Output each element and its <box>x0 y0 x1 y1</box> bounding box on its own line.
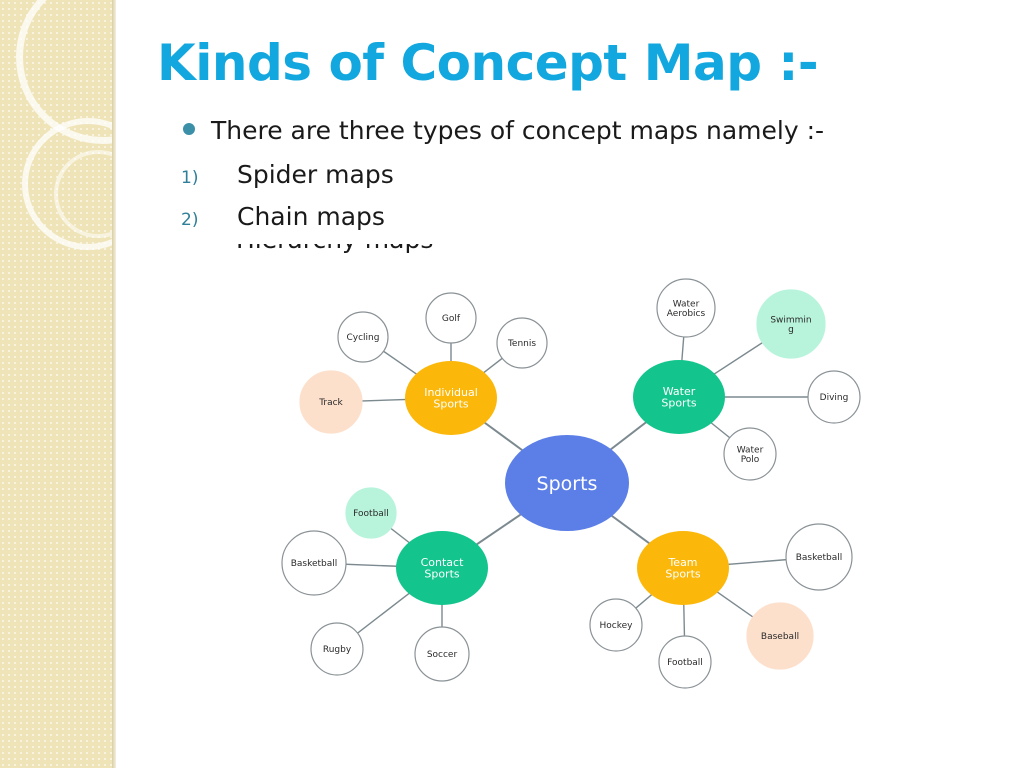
leaf-node <box>589 598 643 652</box>
hub-node <box>396 531 488 605</box>
leaf-node <box>414 626 470 682</box>
hub-node-label: Individual <box>424 386 478 399</box>
leaf-node <box>345 487 397 539</box>
hub-node-label: Sports <box>661 397 697 410</box>
leaf-node <box>310 622 364 676</box>
leaf-node <box>496 317 548 369</box>
list-number: 1) <box>181 168 199 188</box>
leaf-node-label: Baseball <box>761 632 799 642</box>
center-node-label: Sports <box>537 473 598 495</box>
list-item: 2) Chain maps <box>181 202 385 231</box>
leaf-node <box>299 370 363 434</box>
sidebar-edge <box>112 0 116 768</box>
hub-node-label: Sports <box>424 568 460 581</box>
leaf-node <box>746 602 814 670</box>
list-text: Spider maps <box>237 160 394 189</box>
leaf-node-label: Polo <box>741 455 760 465</box>
leaf-node-label: Water <box>737 446 764 456</box>
leaf-node-label: Tennis <box>507 339 536 349</box>
leaf-node <box>425 292 477 344</box>
leaf-node-label: Golf <box>442 314 461 324</box>
leaf-node-label: Rugby <box>323 645 352 655</box>
slide-title: Kinds of Concept Map :- <box>157 34 819 92</box>
hub-node-label: Sports <box>433 398 469 411</box>
hub-node <box>637 531 729 605</box>
hub-node-label: Team <box>667 556 697 569</box>
leaf-node-label: Diving <box>820 393 849 403</box>
bullet-dot-icon <box>183 123 195 135</box>
hub-node-label: Sports <box>665 568 701 581</box>
hub-node <box>633 360 725 434</box>
clipped-list-text: Hierarchy maps <box>236 244 433 254</box>
list-item: 1) Spider maps <box>181 160 394 189</box>
leaf-node-label: Hockey <box>600 621 634 631</box>
leaf-node-label: Track <box>318 398 343 408</box>
leaf-node-label: Football <box>353 509 389 519</box>
leaf-node-label: Aerobics <box>667 309 706 319</box>
leaf-node-label: Basketball <box>291 559 338 569</box>
leaf-node-label: Basketball <box>796 553 843 563</box>
leaf-node-label: Swimmin <box>770 316 811 326</box>
decorative-sidebar <box>0 0 112 768</box>
leaf-node-label: Football <box>667 658 703 668</box>
list-number: 2) <box>181 210 199 230</box>
leaf-node <box>785 523 853 591</box>
list-text: Chain maps <box>237 202 385 231</box>
bullet-text: There are three types of concept maps na… <box>211 116 825 145</box>
leaf-node <box>756 289 826 359</box>
hub-node-label: Contact <box>421 556 464 569</box>
leaf-node <box>656 278 716 338</box>
leaf-node-label: Soccer <box>427 650 458 660</box>
leaf-node <box>658 635 712 689</box>
hub-node <box>405 361 497 435</box>
bullet-item: There are three types of concept maps na… <box>183 116 824 145</box>
leaf-node <box>337 311 389 363</box>
leaf-node <box>807 370 861 424</box>
leaf-node-label: Water <box>673 300 700 310</box>
leaf-node-label: Cycling <box>347 333 380 343</box>
hub-node-label: Water <box>663 385 696 398</box>
center-node <box>505 435 629 531</box>
leaf-node <box>723 427 777 481</box>
leaf-node <box>281 530 347 596</box>
clipped-list-item: Hierarchy maps <box>236 244 433 256</box>
leaf-node-label: g <box>788 325 794 335</box>
